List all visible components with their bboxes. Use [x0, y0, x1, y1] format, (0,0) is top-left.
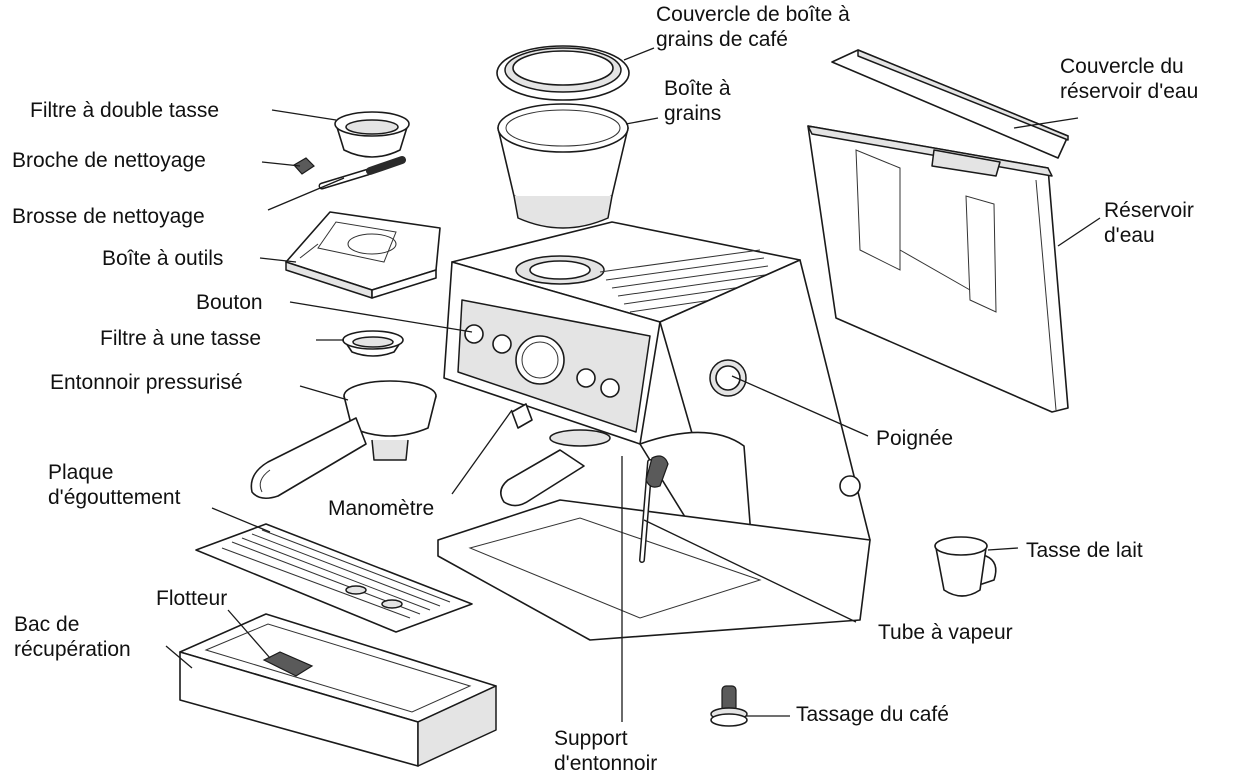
label-manometre: Manomètre [328, 497, 435, 520]
tamper [710, 685, 748, 727]
label-entonnoir: Entonnoir pressurisé [50, 371, 243, 394]
drip-tray [179, 613, 497, 767]
label-reservoir-eau: Réservoir d'eau [1104, 199, 1194, 247]
cleaning-pin [293, 157, 315, 175]
label-poignee: Poignée [876, 427, 954, 450]
leader-lines [165, 47, 1101, 722]
bean-hopper [497, 103, 629, 229]
label-flotteur: Flotteur [156, 587, 228, 610]
machine-body [437, 221, 871, 641]
water-tank-lid [831, 49, 1069, 159]
label-filtre-double: Filtre à double tasse [30, 99, 220, 122]
label-tassage: Tassage du café [796, 703, 949, 726]
label-bac: Bac de récupération [14, 613, 131, 661]
water-tank [807, 125, 1069, 413]
milk-cup [934, 536, 997, 597]
label-bouton: Bouton [196, 291, 263, 314]
label-couvercle-reservoir: Couvercle du réservoir d'eau [1060, 55, 1199, 103]
label-tube-vapeur: Tube à vapeur [878, 621, 1013, 644]
portafilter [250, 380, 437, 500]
label-support: Support d'entonnoir [554, 727, 658, 775]
drip-plate [195, 523, 473, 633]
label-couvercle-boite-grains: Couvercle de boîte à grains de café [656, 3, 850, 51]
label-boite-grains: Boîte à grains [664, 77, 731, 125]
double-cup-filter [334, 111, 410, 158]
bean-hopper-lid [496, 45, 630, 101]
single-cup-filter [342, 330, 404, 357]
label-filtre-une: Filtre à une tasse [100, 327, 262, 350]
label-brosse-nettoyage: Brosse de nettoyage [12, 205, 205, 228]
label-broche-nettoyage: Broche de nettoyage [12, 149, 206, 172]
label-plaque: Plaque d'égouttement [48, 461, 181, 509]
label-boite-outils: Boîte à outils [102, 247, 224, 270]
tool-box [285, 211, 441, 299]
label-tasse-lait: Tasse de lait [1026, 539, 1143, 562]
